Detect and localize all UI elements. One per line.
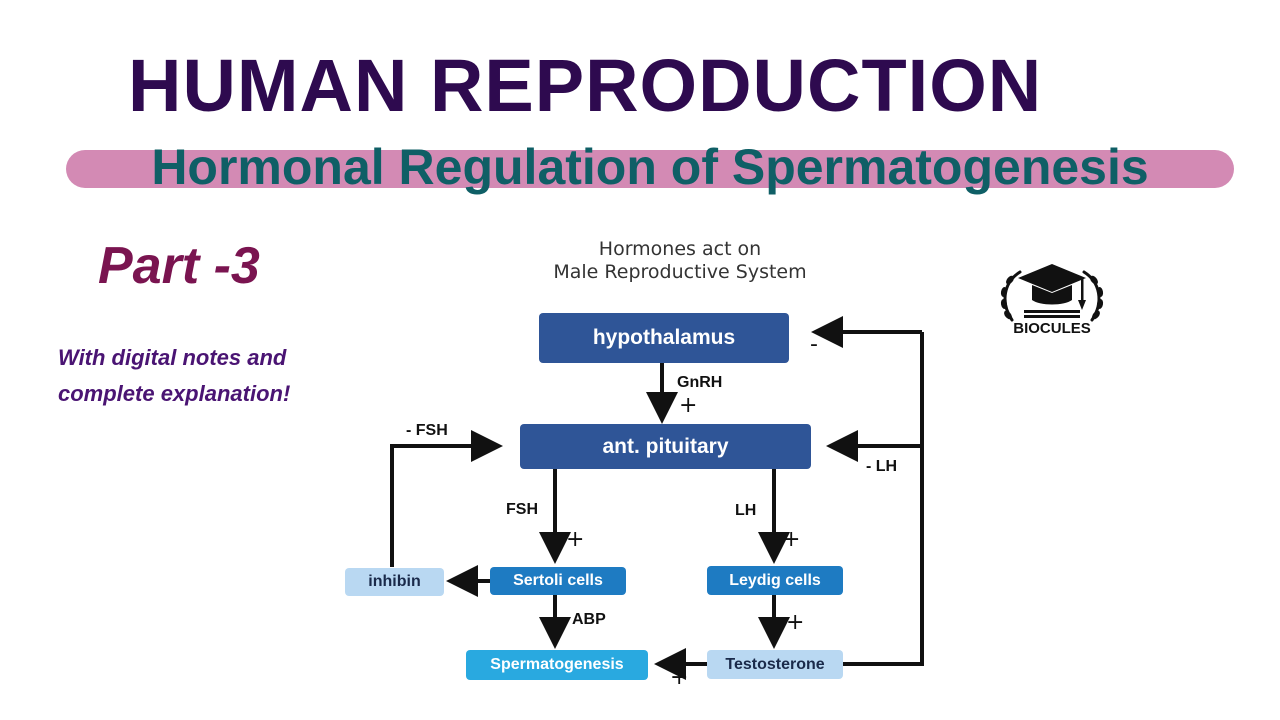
diagram-title-line1: Hormones act on [598, 238, 762, 260]
sign-minus-hypothalamus: - [810, 332, 818, 357]
label-gnrh: GnRH [677, 374, 723, 391]
node-spermatogenesis: Spermatogenesis [466, 650, 648, 680]
diagram-title: Hormones act on Male Reproductive System [500, 238, 860, 284]
label-fsh: FSH [506, 501, 538, 518]
label-lh: LH [735, 502, 757, 519]
sign-plus-spermatogenesis: + [670, 665, 689, 690]
sign-plus-lh: + [782, 527, 801, 552]
sign-plus-gnrh: + [679, 393, 698, 418]
sign-plus-fsh: + [566, 527, 585, 552]
node-leydig-cells: Leydig cells [707, 566, 843, 595]
node-inhibin: inhibin [345, 568, 444, 596]
graduation-cap-laurel-icon [1000, 264, 1104, 322]
arrow-testosterone-feedback [843, 332, 924, 666]
node-sertoli-cells: Sertoli cells [490, 567, 626, 595]
label-abp: ABP [572, 611, 606, 628]
sign-plus-testosterone: + [786, 610, 805, 635]
logo-text: BIOCULES [1013, 320, 1091, 337]
subtitle-highlight-band [66, 150, 1234, 188]
part-label: Part -3 [98, 237, 260, 295]
label-neg-fsh: - FSH [406, 422, 448, 439]
notes-text: With digital notes and complete explanat… [58, 345, 291, 406]
node-hypothalamus: hypothalamus [539, 313, 789, 363]
subtitle: Hormonal Regulation of Spermatogenesis [151, 139, 1149, 195]
node-ant-pituitary: ant. pituitary [520, 424, 811, 469]
diagram-title-line2: Male Reproductive System [553, 261, 807, 283]
arrow-inhibin-feedback [390, 430, 503, 567]
main-title: HUMAN REPRODUCTION [128, 44, 1043, 127]
label-neg-lh: - LH [866, 458, 898, 475]
node-testosterone: Testosterone [707, 650, 843, 679]
